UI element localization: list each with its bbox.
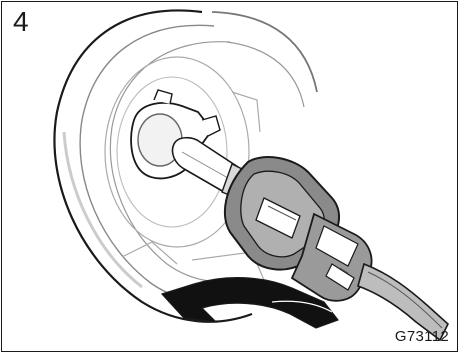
figure-code: G73112 xyxy=(395,328,449,345)
